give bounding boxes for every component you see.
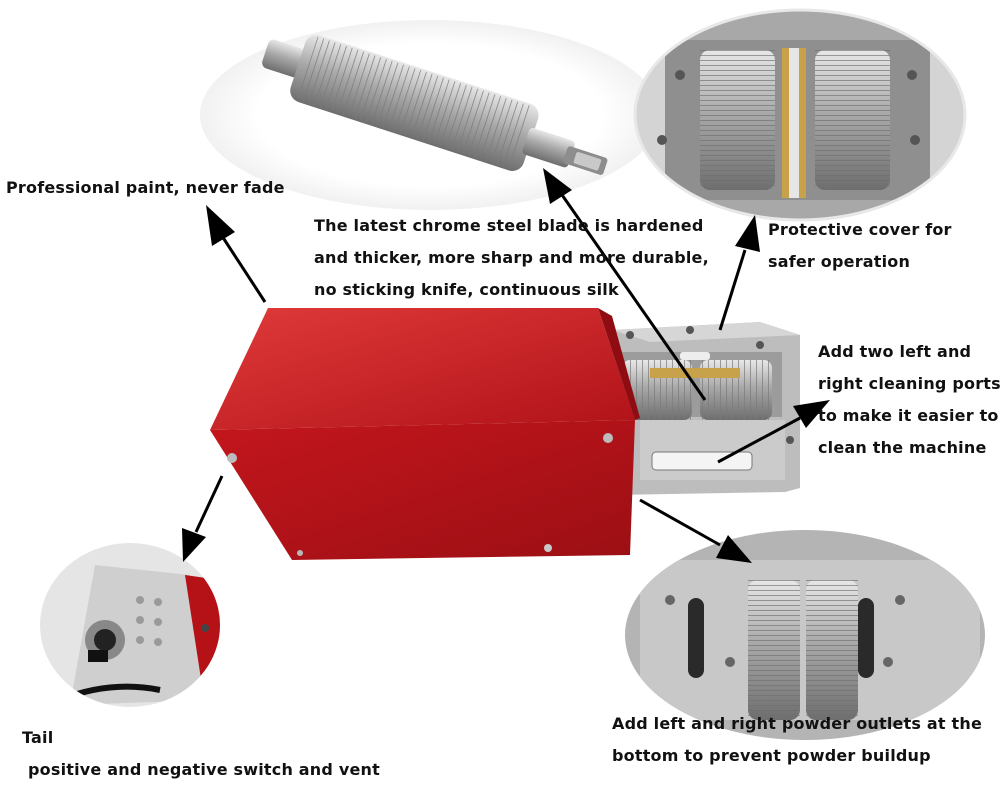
- blade-caption-line: no sticking knife, continuous silk: [314, 280, 619, 299]
- tail-caption-line: positive and negative switch and vent: [28, 760, 380, 779]
- outlets-caption: Add left and right powder outlets at the…: [612, 708, 982, 772]
- blade-caption-line: The latest chrome steel blade is hardene…: [314, 216, 704, 235]
- cover-caption-line: Protective cover for: [768, 220, 952, 239]
- powder-outlets-image: [625, 530, 985, 740]
- ports-caption-line: to make it easier to: [818, 406, 999, 425]
- tail-caption: Tail positive and negative switch and ve…: [22, 722, 380, 786]
- tail-caption-title: Tail: [22, 728, 54, 747]
- paint-caption-line: Professional paint, never fade: [6, 178, 285, 197]
- blade-caption: The latest chrome steel blade is hardene…: [314, 210, 709, 306]
- cover-caption: Protective cover for safer operation: [768, 214, 952, 278]
- tail-switch-image: [40, 543, 220, 707]
- protective-cover-image: [633, 8, 967, 222]
- ports-caption: Add two left and right cleaning ports to…: [818, 336, 1000, 464]
- blade-caption-line: and thicker, more sharp and more durable…: [314, 248, 709, 267]
- cover-caption-line: safer operation: [768, 252, 911, 271]
- outlets-caption-line: Add left and right powder outlets at the: [612, 714, 983, 733]
- callout-arrows: [182, 168, 830, 563]
- machine-body: [210, 308, 800, 560]
- ports-caption-line: right cleaning ports: [818, 374, 1000, 393]
- ports-caption-line: Add two left and: [818, 342, 972, 361]
- paint-caption: Professional paint, never fade: [6, 172, 285, 204]
- outlets-caption-line: bottom to prevent powder buildup: [612, 746, 931, 765]
- blade-roller-image: [200, 20, 660, 210]
- ports-caption-line: clean the machine: [818, 438, 987, 457]
